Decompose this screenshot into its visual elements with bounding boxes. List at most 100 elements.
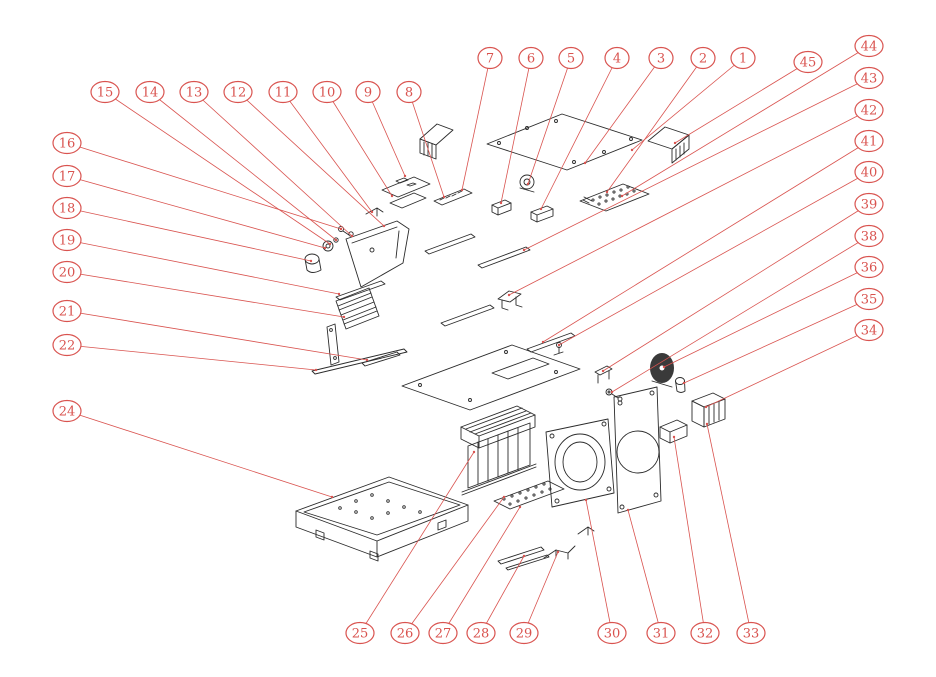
callout-ellipse-44 bbox=[854, 34, 884, 58]
callout-ellipse-4 bbox=[604, 46, 630, 70]
callout-ellipse-25 bbox=[345, 621, 375, 645]
callout-number-29: 29 bbox=[516, 627, 533, 642]
leader-line-15 bbox=[104, 91, 331, 245]
callout-ellipse-13 bbox=[179, 80, 209, 104]
part-speaker bbox=[545, 418, 615, 508]
part-dotted-pcb bbox=[493, 480, 565, 510]
leader-endpoint-9 bbox=[403, 174, 407, 178]
callout-ellipse-41 bbox=[854, 129, 884, 153]
callout-19: 19 bbox=[52, 228, 82, 252]
callout-21: 21 bbox=[52, 299, 82, 323]
callout-number-21: 21 bbox=[59, 305, 76, 320]
leader-line-17 bbox=[66, 175, 326, 249]
callout-36: 36 bbox=[854, 255, 884, 279]
part-bottom-bracket bbox=[543, 526, 595, 560]
callout-number-18: 18 bbox=[59, 202, 76, 217]
leader-line-42 bbox=[508, 109, 870, 296]
callout-ellipse-35 bbox=[854, 287, 884, 311]
callout-ellipse-1 bbox=[730, 46, 756, 70]
callout-ellipse-10 bbox=[312, 80, 342, 104]
callout-number-30: 30 bbox=[604, 627, 621, 642]
part-small-transformer bbox=[691, 392, 726, 428]
leader-endpoint-1 bbox=[630, 148, 634, 152]
callout-number-10: 10 bbox=[319, 86, 336, 101]
leader-line-43 bbox=[523, 77, 870, 251]
leader-endpoint-15 bbox=[328, 242, 332, 246]
callout-4: 4 bbox=[604, 46, 630, 70]
callout-number-5: 5 bbox=[567, 52, 575, 67]
callout-ellipse-16 bbox=[52, 131, 82, 155]
callout-45: 45 bbox=[793, 50, 823, 74]
callout-ellipse-22 bbox=[52, 333, 82, 357]
leader-endpoint-24 bbox=[330, 495, 334, 499]
callout-number-45: 45 bbox=[800, 56, 817, 71]
callout-number-1: 1 bbox=[739, 52, 747, 67]
callout-ellipse-24 bbox=[52, 399, 82, 423]
leader-line-45 bbox=[674, 61, 809, 144]
callout-ellipse-15 bbox=[90, 80, 120, 104]
callout-number-9: 9 bbox=[364, 86, 372, 101]
leader-endpoint-41 bbox=[541, 340, 545, 344]
part-flat-strip bbox=[335, 280, 386, 301]
callout-number-40: 40 bbox=[861, 166, 878, 181]
leader-line-22 bbox=[66, 344, 317, 371]
part-bottom-rods bbox=[497, 546, 550, 571]
callout-16: 16 bbox=[52, 131, 82, 155]
part-transformer-stack bbox=[460, 405, 537, 496]
callout-number-28: 28 bbox=[473, 627, 490, 642]
callout-28: 28 bbox=[466, 621, 496, 645]
callout-ellipse-19 bbox=[52, 228, 82, 252]
callout-18: 18 bbox=[52, 196, 82, 220]
leader-line-34 bbox=[705, 329, 870, 408]
callout-number-22: 22 bbox=[59, 339, 76, 354]
callout-number-19: 19 bbox=[59, 234, 76, 249]
leader-endpoint-14 bbox=[334, 238, 338, 242]
part-knob bbox=[322, 240, 334, 252]
leader-line-24 bbox=[66, 410, 333, 498]
leader-line-9 bbox=[367, 91, 406, 177]
leader-line-20 bbox=[66, 271, 345, 318]
leader-endpoint-17 bbox=[323, 246, 327, 250]
callout-ellipse-45 bbox=[793, 50, 823, 74]
leader-endpoint-19 bbox=[337, 292, 341, 296]
callout-number-33: 33 bbox=[743, 627, 760, 642]
leader-line-19 bbox=[66, 239, 340, 295]
leader-endpoint-4 bbox=[539, 207, 543, 211]
callout-ellipse-42 bbox=[854, 98, 884, 122]
leader-line-33 bbox=[706, 423, 752, 634]
callout-43: 43 bbox=[854, 66, 884, 90]
leader-line-4 bbox=[540, 57, 618, 210]
leader-endpoint-43 bbox=[522, 248, 526, 252]
callout-number-44: 44 bbox=[861, 40, 878, 55]
leader-endpoint-5 bbox=[526, 182, 530, 186]
callout-ellipse-2 bbox=[690, 46, 716, 70]
callout-13: 13 bbox=[179, 80, 209, 104]
leader-endpoint-21 bbox=[365, 358, 369, 362]
callout-ellipse-38 bbox=[854, 224, 884, 248]
leader-endpoint-25 bbox=[472, 450, 476, 454]
leader-line-25 bbox=[359, 451, 475, 634]
callout-ellipse-17 bbox=[52, 164, 82, 188]
callout-number-12: 12 bbox=[230, 86, 247, 101]
callout-ellipse-20 bbox=[52, 260, 82, 284]
callout-number-24: 24 bbox=[59, 405, 76, 420]
leader-line-2 bbox=[606, 57, 704, 193]
callout-ellipse-40 bbox=[854, 160, 884, 184]
callout-ellipse-33 bbox=[736, 621, 766, 645]
callout-42: 42 bbox=[854, 98, 884, 122]
leader-line-41 bbox=[542, 140, 870, 343]
callout-9: 9 bbox=[355, 80, 381, 104]
leader-line-1 bbox=[631, 57, 744, 151]
callout-7: 7 bbox=[477, 46, 503, 70]
leader-endpoint-32 bbox=[672, 435, 676, 439]
callout-ellipse-39 bbox=[854, 192, 884, 216]
callout-number-17: 17 bbox=[59, 170, 76, 185]
callout-30: 30 bbox=[597, 621, 627, 645]
leader-line-14 bbox=[149, 91, 337, 241]
leader-line-28 bbox=[480, 555, 525, 634]
callout-ellipse-12 bbox=[223, 80, 253, 104]
callout-number-26: 26 bbox=[397, 627, 414, 642]
leader-endpoint-45 bbox=[673, 141, 677, 145]
